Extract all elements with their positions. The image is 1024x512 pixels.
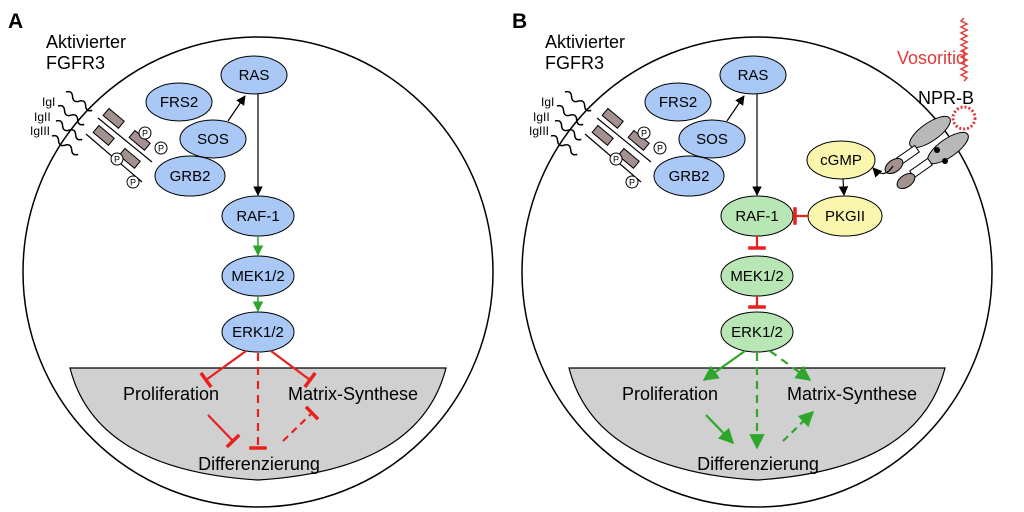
phosphate-icon: P (138, 126, 152, 140)
node-sos: SOS (179, 119, 247, 159)
receptor-label-2: FGFR3 (46, 53, 105, 73)
wavy-ig-domain-icon (65, 90, 93, 112)
node-ras: RAS (220, 55, 288, 95)
node-label: GRB2 (170, 168, 211, 185)
activate-proliferation-differentiation (705, 414, 735, 445)
node-mek: MEK1/2 (720, 255, 794, 297)
phosphate-icon: P (126, 175, 140, 189)
arrow-npr-cgmp (872, 165, 894, 178)
node-grb2: GRB2 (154, 155, 226, 197)
receptor-label: Aktivierter (545, 32, 625, 52)
phosphate-label: P (130, 178, 136, 188)
panel-a: A Aktivierter FGFR3 IgI IgII IgIII P (8, 10, 494, 508)
panel-a-letter: A (8, 10, 23, 33)
inhibit-erk-proliferation (199, 350, 247, 389)
npr-b-receptor-icon (884, 115, 969, 190)
node-mek: MEK1/2 (221, 255, 295, 297)
node-label: MEK1/2 (231, 268, 284, 285)
inhibit-erk-matrix (270, 350, 317, 389)
phosphate-label: P (114, 155, 120, 165)
panel-b-letter: B (512, 10, 527, 33)
wavy-ig-domain-icon (564, 90, 592, 112)
phosphate-icon: P (653, 141, 667, 155)
activate-erk-proliferation (702, 350, 746, 381)
inhibit-proliferation-differentiation (207, 414, 241, 449)
activate-differentiation-matrix (782, 410, 815, 442)
phosphate-label: P (613, 155, 619, 165)
node-label: cGMP (820, 152, 862, 169)
outcome-proliferation: Proliferation (123, 384, 219, 404)
ig-label: IgI (42, 95, 55, 109)
npr-b-label: NPR-B (918, 88, 974, 108)
node-label: RAF-1 (236, 208, 279, 225)
wavy-ig-domain-icon (57, 104, 85, 126)
node-label: FRS2 (659, 94, 697, 111)
node-label: ERK1/2 (731, 324, 783, 341)
phosphate-icon: P (110, 152, 124, 166)
phosphate-label: P (629, 178, 635, 188)
fgfr3-receptor (550, 90, 652, 183)
receptor-label-2: FGFR3 (545, 53, 604, 73)
ig-label: IgII (34, 110, 51, 124)
node-frs2: FRS2 (145, 82, 213, 122)
node-ras: RAS (719, 55, 787, 95)
arrow-sos-ras (227, 95, 246, 122)
node-pkgii: PKGII (807, 195, 883, 237)
node-erk: ERK1/2 (221, 311, 295, 353)
arrow-cgmp-pkgii (838, 178, 849, 196)
inhibit-matrix-differentiation (282, 405, 320, 442)
wavy-ig-domain-icon (556, 104, 584, 126)
receptor-label: Aktivierter (46, 32, 126, 52)
ig-label: IgIII (529, 124, 549, 138)
wavy-ig-domain-icon (550, 134, 578, 156)
node-cgmp: cGMP (806, 140, 876, 180)
wavy-ig-domain-icon (51, 134, 79, 156)
node-raf1: RAF-1 (720, 195, 794, 237)
node-label: SOS (696, 131, 728, 148)
node-label: MEK1/2 (730, 268, 783, 285)
node-label: GRB2 (669, 168, 710, 185)
node-label: RAS (239, 67, 270, 84)
node-label: SOS (197, 131, 229, 148)
wavy-ig-domain-icon (554, 119, 582, 141)
phosphate-label: P (641, 129, 647, 139)
node-label: PKGII (825, 208, 865, 225)
panel-b: B Aktivierter FGFR3 IgI IgII IgIII P P (512, 10, 993, 508)
phosphate-icon: P (609, 152, 623, 166)
drug-label: Vosoritid (897, 48, 966, 68)
node-grb2: GRB2 (653, 155, 725, 197)
phosphate-icon: P (625, 175, 639, 189)
phosphate-label: P (657, 144, 663, 154)
outcome-differentiation: Differenzierung (198, 454, 320, 474)
wavy-ig-domain-icon (55, 119, 83, 141)
outcome-matrix-synthesis: Matrix-Synthese (787, 384, 917, 404)
node-erk: ERK1/2 (720, 311, 794, 353)
vosoritid-peptide-icon (951, 17, 977, 131)
node-label: FRS2 (160, 94, 198, 111)
phosphate-icon: P (154, 141, 168, 155)
node-raf1: RAF-1 (221, 195, 295, 237)
outcome-matrix-synthesis: Matrix-Synthese (288, 384, 418, 404)
phosphate-label: P (142, 129, 148, 139)
ig-label: IgII (533, 110, 550, 124)
node-sos: SOS (678, 119, 746, 159)
arrow-sos-ras (726, 95, 745, 122)
node-label: RAF-1 (735, 208, 778, 225)
ig-label: IgIII (30, 124, 50, 138)
node-frs2: FRS2 (644, 82, 712, 122)
node-label: ERK1/2 (232, 324, 284, 341)
node-label: RAS (738, 67, 769, 84)
outcome-differentiation: Differenzierung (697, 454, 819, 474)
phosphate-icon: P (637, 126, 651, 140)
outcome-proliferation: Proliferation (622, 384, 718, 404)
ig-label: IgI (541, 95, 554, 109)
phosphate-label: P (158, 144, 164, 154)
